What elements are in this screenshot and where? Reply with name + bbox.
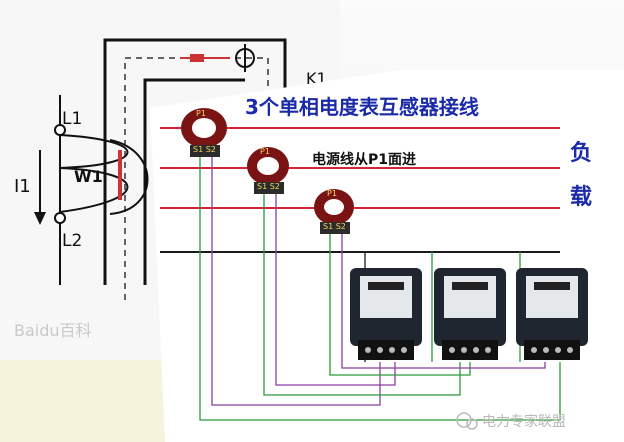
- current-transformer-1: [181, 108, 227, 157]
- terminal-l2-label: L2: [62, 231, 82, 251]
- current-transformer-2: [247, 147, 289, 194]
- energy-meter-1: [350, 268, 422, 360]
- current-transformer-3: [314, 189, 354, 234]
- baidu-watermark: Baidu百科: [14, 321, 92, 340]
- load-label-top: 负: [570, 141, 592, 166]
- wechat-icon: [456, 412, 478, 430]
- ct2-s-label: S1 S2: [257, 182, 280, 191]
- load-label-bottom: 载: [570, 184, 592, 210]
- winding-label: W1: [74, 167, 103, 186]
- diagram-title: 3个单相电度表互感器接线: [245, 95, 479, 119]
- diagram-subtitle: 电源线从P1面进: [312, 151, 416, 168]
- ct3-p1-label: P1: [327, 189, 337, 198]
- current-label: I1: [14, 176, 31, 197]
- account-watermark: 电力专家联盟: [482, 413, 566, 430]
- energy-meter-3: [516, 268, 588, 360]
- terminal-l1-label: L1: [62, 109, 82, 129]
- energy-meter-2: [434, 268, 506, 360]
- ct1-s-label: S1 S2: [193, 145, 216, 154]
- ct3-s-label: S1 S2: [323, 222, 346, 231]
- ct2-p1-label: P1: [260, 147, 270, 156]
- ct1-p1-label: P1: [196, 109, 206, 118]
